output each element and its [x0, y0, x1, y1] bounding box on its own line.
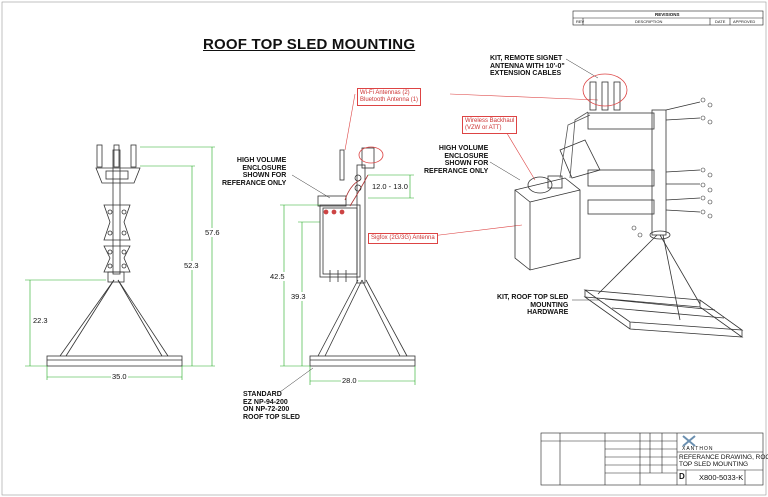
- title-block: [540, 432, 764, 486]
- callout-kit-sled: KIT, ROOF TOP SLED MOUNTING HARDWARE: [497, 294, 569, 316]
- page-title: ROOF TOP SLED MOUNTING: [203, 36, 416, 53]
- side-view: [309, 146, 416, 367]
- dim-12-13: 12.0 - 13.0: [371, 182, 409, 191]
- side-dimensions: [280, 174, 416, 385]
- drawing-number: X800-5033-K: [699, 473, 744, 482]
- rev-col-date: DATE: [715, 19, 726, 24]
- rev-col-approved: APPROVED: [733, 19, 756, 24]
- dim-39-3: 39.3: [290, 292, 307, 301]
- dim-22-3: 22.3: [32, 316, 49, 325]
- rev-col-rev: REV: [576, 19, 585, 24]
- sheet-size: D: [679, 472, 685, 481]
- isometric-view: [514, 73, 744, 338]
- drawing-title: REFERANCE DRAWING, ROOF TOP SLED MOUNTIN…: [679, 454, 768, 468]
- label-wifi-antennas: Wi-Fi Antennas (2) Bluetooth Antenna (1): [357, 88, 422, 106]
- dim-35-0: 35.0: [111, 372, 128, 381]
- dim-42-5: 42.5: [269, 272, 286, 281]
- label-wireless-backhaul: Wireless Backhaul (VZW or ATT): [462, 116, 518, 134]
- label-sigfox-antenna: Sigfox (2G/3G) Antenna: [368, 233, 438, 244]
- hardware-bolts: [631, 97, 713, 238]
- callout-high-volume-left: HIGH VOLUME ENCLOSURE SHOWN FOR REFERANC…: [222, 157, 287, 187]
- revisions-table: [572, 10, 764, 26]
- callout-standard-sled: STANDARD EZ NP-94-200 ON NP-72-200 ROOF …: [243, 391, 300, 421]
- xanthon-logo-icon: [682, 435, 696, 447]
- dim-52-3: 52.3: [183, 261, 200, 270]
- callout-high-volume-right: HIGH VOLUME ENCLOSURE SHOWN FOR REFERANC…: [424, 145, 489, 175]
- dim-57-6: 57.6: [204, 228, 221, 237]
- revisions-header: REVISIONS: [655, 12, 680, 17]
- rev-col-description: DESCRIPTION: [635, 19, 663, 24]
- dim-28-0: 28.0: [341, 376, 358, 385]
- callout-kit-antenna: KIT, REMOTE SIGNET ANTENNA WITH 10'-0" E…: [490, 55, 565, 77]
- front-view: [46, 144, 183, 367]
- company-name: XANTHON: [682, 446, 714, 452]
- leader-lines: [279, 58, 600, 393]
- front-dimensions: [25, 146, 215, 380]
